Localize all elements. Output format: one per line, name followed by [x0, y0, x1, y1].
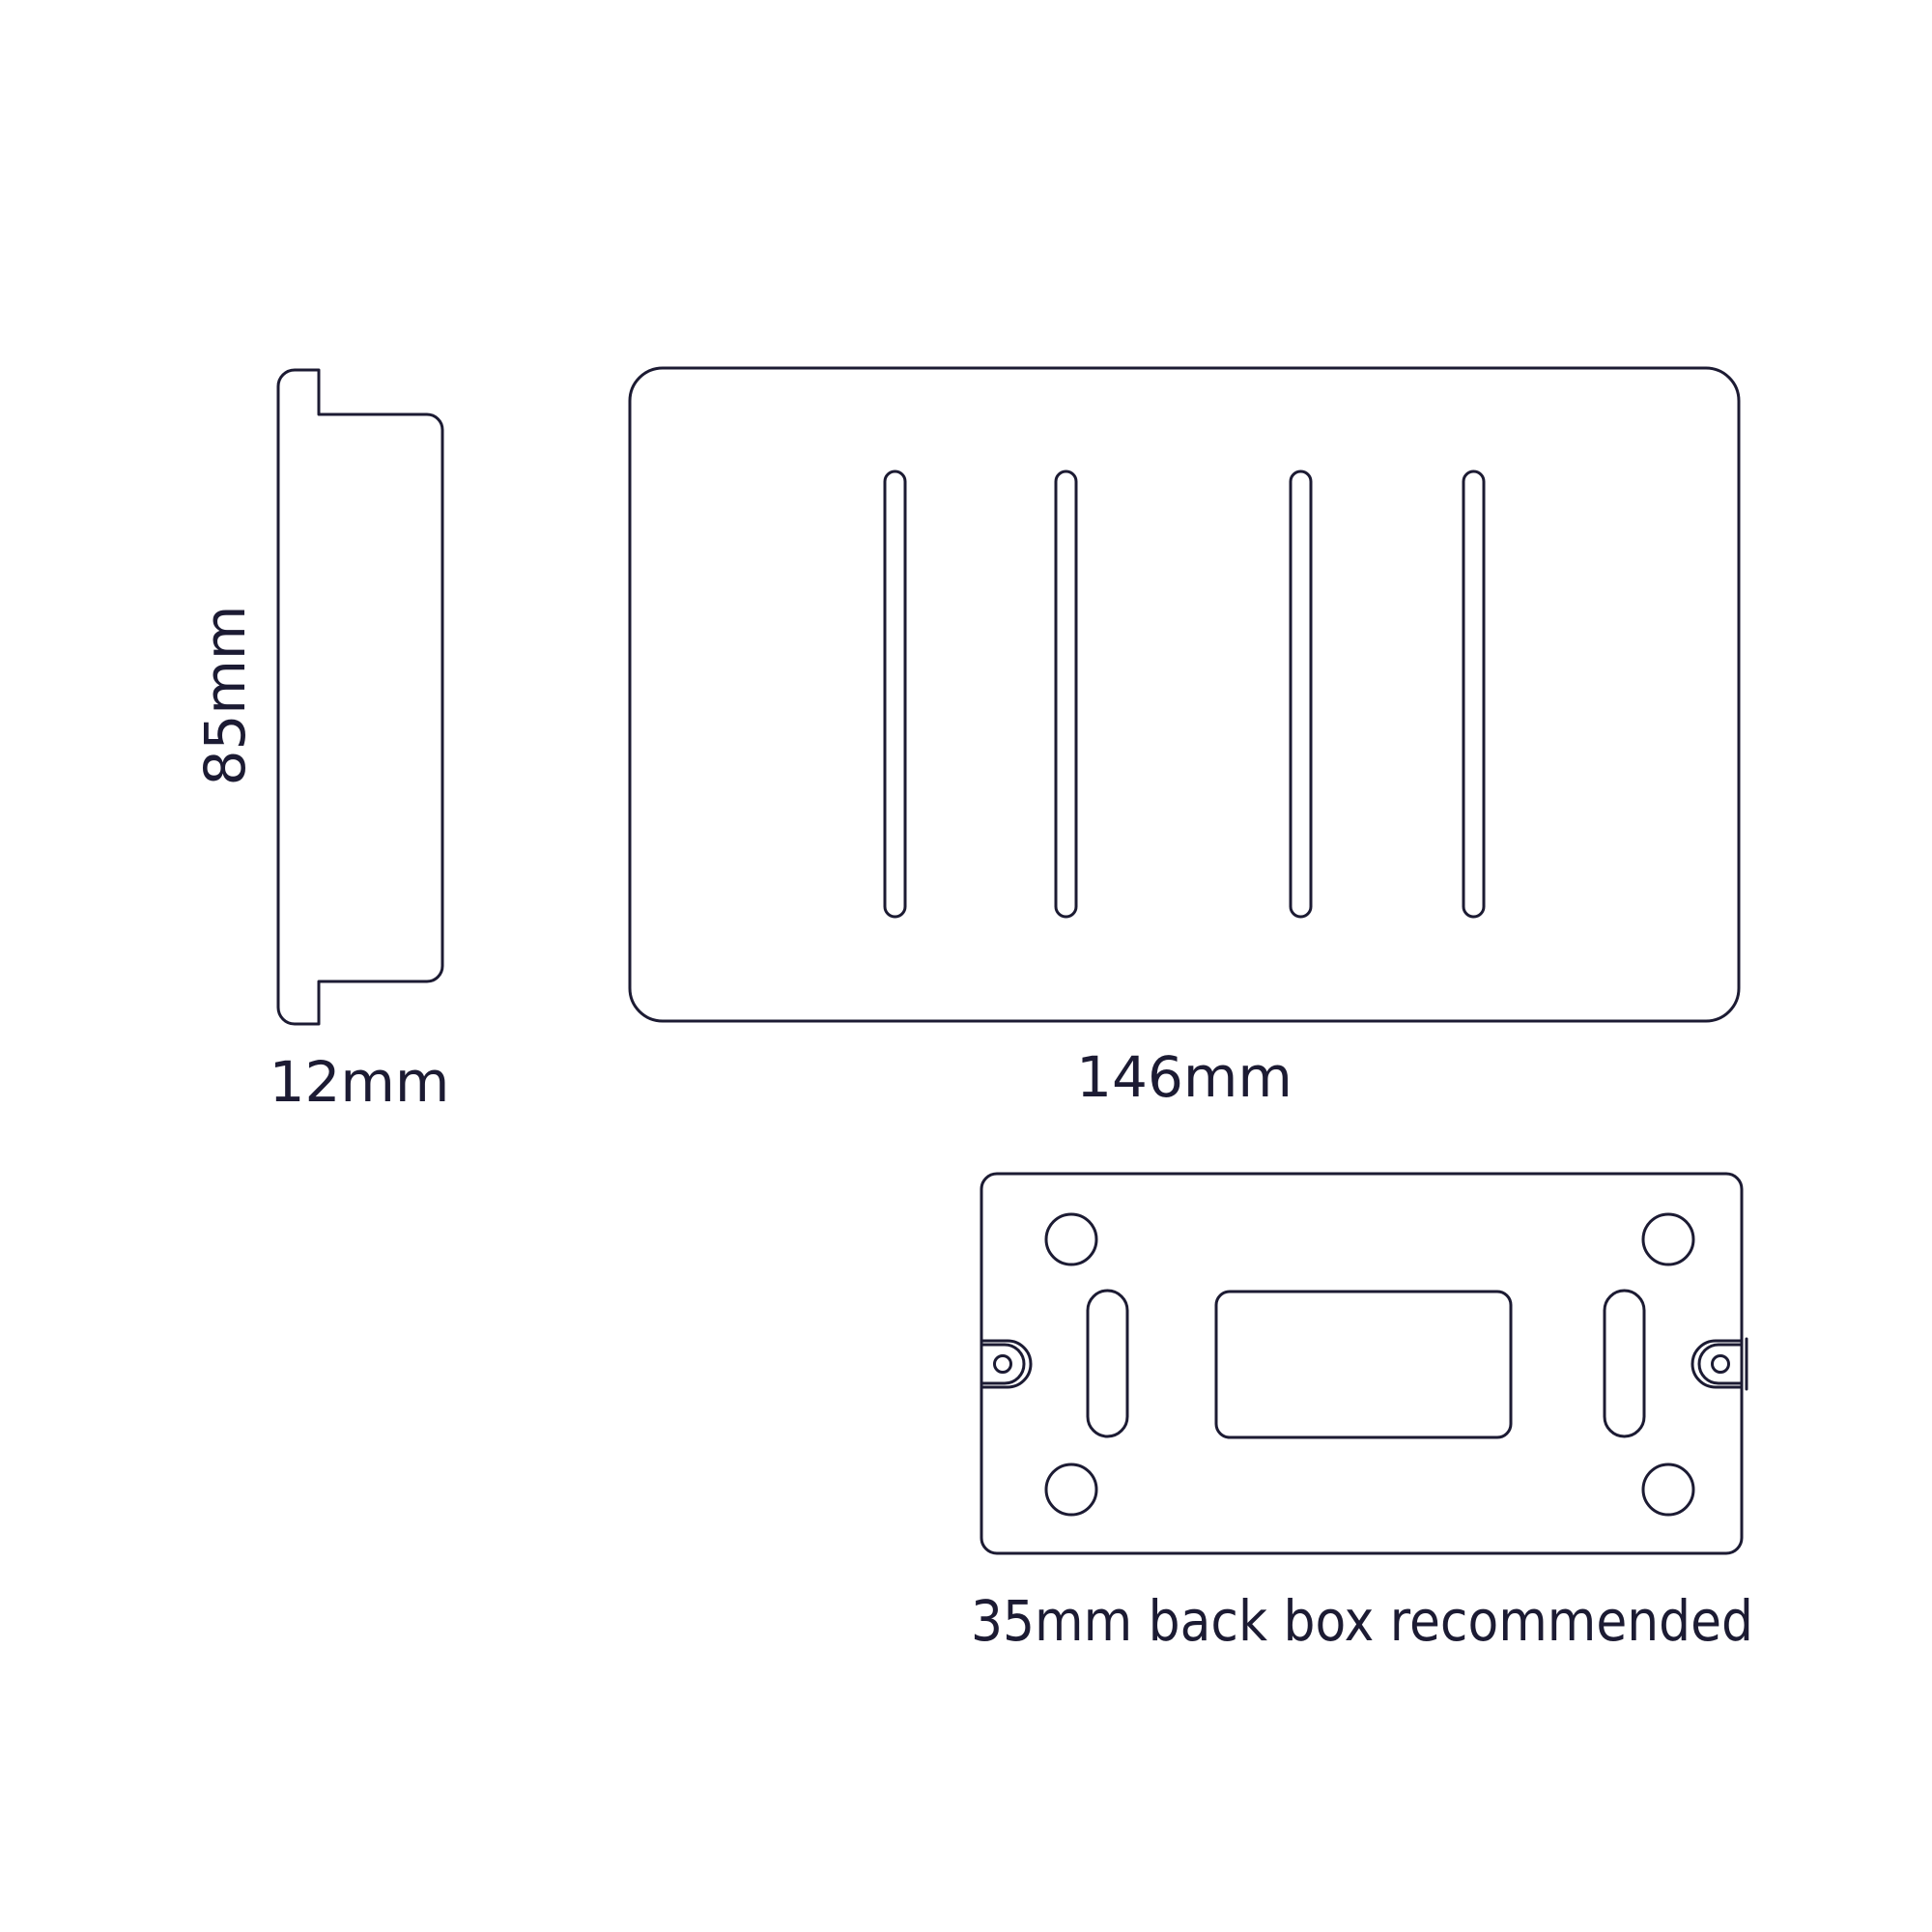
- switch-slot-1: [883, 469, 907, 919]
- back-box-view: 35mm back box recommended: [971, 1172, 1753, 1654]
- fixing-lug-left: [980, 1339, 1033, 1389]
- mounting-hole-bottom-right: [1641, 1463, 1695, 1517]
- mounting-hole-top-right: [1641, 1212, 1695, 1266]
- oval-slot-left: [1086, 1289, 1129, 1438]
- mounting-hole-bottom-left: [1044, 1463, 1098, 1517]
- height-dimension-label: 85mm: [192, 606, 258, 786]
- width-dimension-label: 146mm: [1076, 1044, 1293, 1110]
- oval-slot-right: [1603, 1289, 1646, 1438]
- depth-dimension-label: 12mm: [270, 1049, 450, 1115]
- front-plate-view: 146mm: [628, 366, 1741, 1110]
- cable-entry-opening: [1214, 1290, 1513, 1439]
- side-profile-outline: [276, 368, 444, 1026]
- mounting-hole-top-left: [1044, 1212, 1098, 1266]
- side-profile-view: 85mm 12mm: [192, 368, 450, 1115]
- lug-screw-hole-left: [993, 1354, 1012, 1374]
- switch-slot-3: [1289, 469, 1313, 919]
- switch-slot-4: [1462, 469, 1486, 919]
- front-plate-outline: [628, 366, 1741, 1023]
- back-box-caption: 35mm back box recommended: [971, 1588, 1753, 1654]
- switch-slot-2: [1054, 469, 1078, 919]
- back-box-outline: [980, 1172, 1744, 1555]
- fixing-lug-right: [1690, 1337, 1748, 1391]
- lug-screw-hole-right: [1711, 1354, 1730, 1374]
